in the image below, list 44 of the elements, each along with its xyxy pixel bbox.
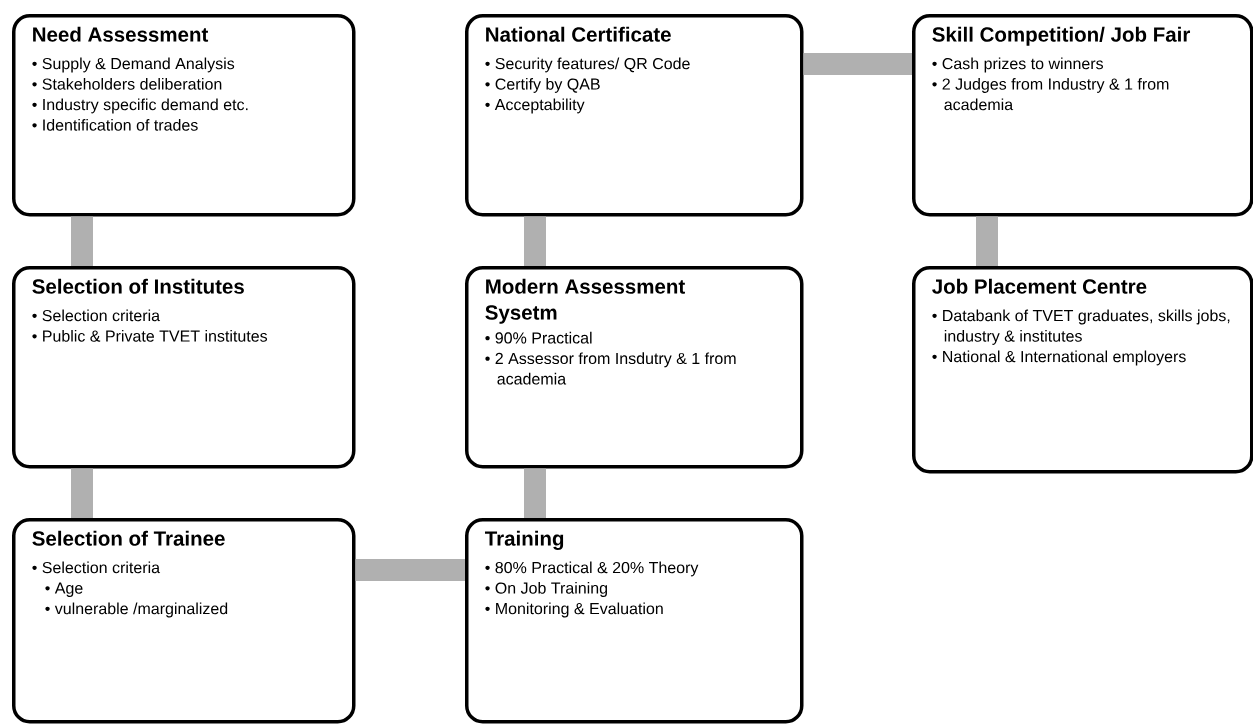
bullet-item: • 2 Judges from Industry & 1 from academia — [932, 78, 1169, 111]
bullet-item: • National & International employers — [932, 350, 1186, 366]
bullet-item: • Industry specific demand etc. — [32, 98, 248, 114]
process-box — [12, 14, 356, 217]
bullet-item: • Supply & Demand Analysis — [32, 57, 235, 73]
connector-bar — [976, 216, 998, 266]
bullet-item: • 90% Practical — [485, 331, 592, 344]
box-heading: Skill Competition/ Job Fair — [932, 26, 1190, 46]
bullet-item: • Identification of trades — [32, 119, 198, 131]
process-box — [912, 266, 1253, 474]
bullet-item: • Selection criteria — [32, 561, 161, 574]
bullet-item: • Databank of TVET graduates, skills jobs, industry & institutes — [932, 309, 1230, 345]
bullet-item: • Security features/ QR Code — [485, 57, 690, 73]
bullet-item: • Age — [45, 582, 83, 597]
box-heading: Selection of Trainee — [32, 530, 225, 546]
box-heading: National Certificate — [486, 26, 671, 42]
bullet-item: • Selection criteria — [32, 309, 161, 322]
bullet-item: • 80% Practical & 20% Theory — [485, 561, 699, 577]
connector-bar — [71, 468, 93, 518]
bullet-item: • Stakeholders deliberation — [32, 78, 222, 90]
bullet-item: • On Job Training — [485, 582, 607, 597]
process-box — [465, 266, 804, 469]
connector-bar — [524, 468, 546, 518]
bullet-item: • Acceptability — [485, 98, 585, 114]
box-heading: Selection of Institutes — [32, 278, 244, 294]
box-heading: Modern Assessment Sysetm — [485, 278, 685, 324]
box-heading: Job Placement Centre — [932, 278, 1147, 294]
bullet-item: • vulnerable /marginalized — [45, 602, 228, 618]
connector-bar — [71, 216, 93, 266]
process-box — [12, 518, 356, 724]
box-heading: Training — [485, 530, 564, 550]
connector-bar — [803, 53, 912, 75]
connector-bar — [355, 559, 465, 581]
bullet-item: • Monitoring & Evaluation — [485, 602, 663, 618]
box-heading: Need Assessment — [33, 26, 209, 42]
bullet-item: • Certify by QAB — [485, 78, 600, 93]
process-box — [465, 14, 804, 217]
process-box — [912, 14, 1253, 217]
bullet-item: • Public & Private TVET institutes — [32, 330, 268, 342]
process-box — [465, 518, 804, 724]
process-box — [12, 266, 356, 469]
connector-bar — [524, 216, 546, 266]
bullet-item: • Cash prizes to winners — [932, 57, 1104, 73]
bullet-item: • 2 Assessor from Insdutry & 1 from academia — [485, 352, 736, 385]
